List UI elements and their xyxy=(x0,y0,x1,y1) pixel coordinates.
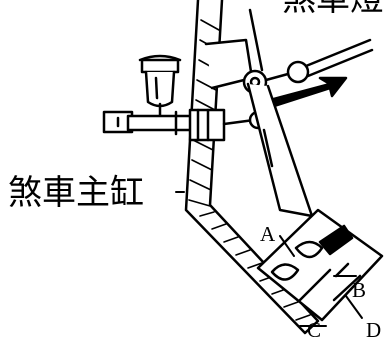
point-a-label: A xyxy=(260,222,276,246)
master-cylinder-label: 煞車主缸 xyxy=(8,173,144,213)
reservoir-icon xyxy=(138,54,182,120)
point-d-label: D xyxy=(366,318,382,342)
master-cylinder-body xyxy=(102,108,268,142)
brake-light-label: 煞車燈 xyxy=(282,0,384,16)
arrow-icon xyxy=(268,76,348,108)
dimension-lines xyxy=(279,235,363,327)
point-b-label: B xyxy=(352,278,367,302)
point-c-label: C xyxy=(307,318,322,342)
pedal-arm xyxy=(246,82,314,218)
pedal-bracket xyxy=(204,8,374,95)
pedal-pad xyxy=(256,208,384,322)
